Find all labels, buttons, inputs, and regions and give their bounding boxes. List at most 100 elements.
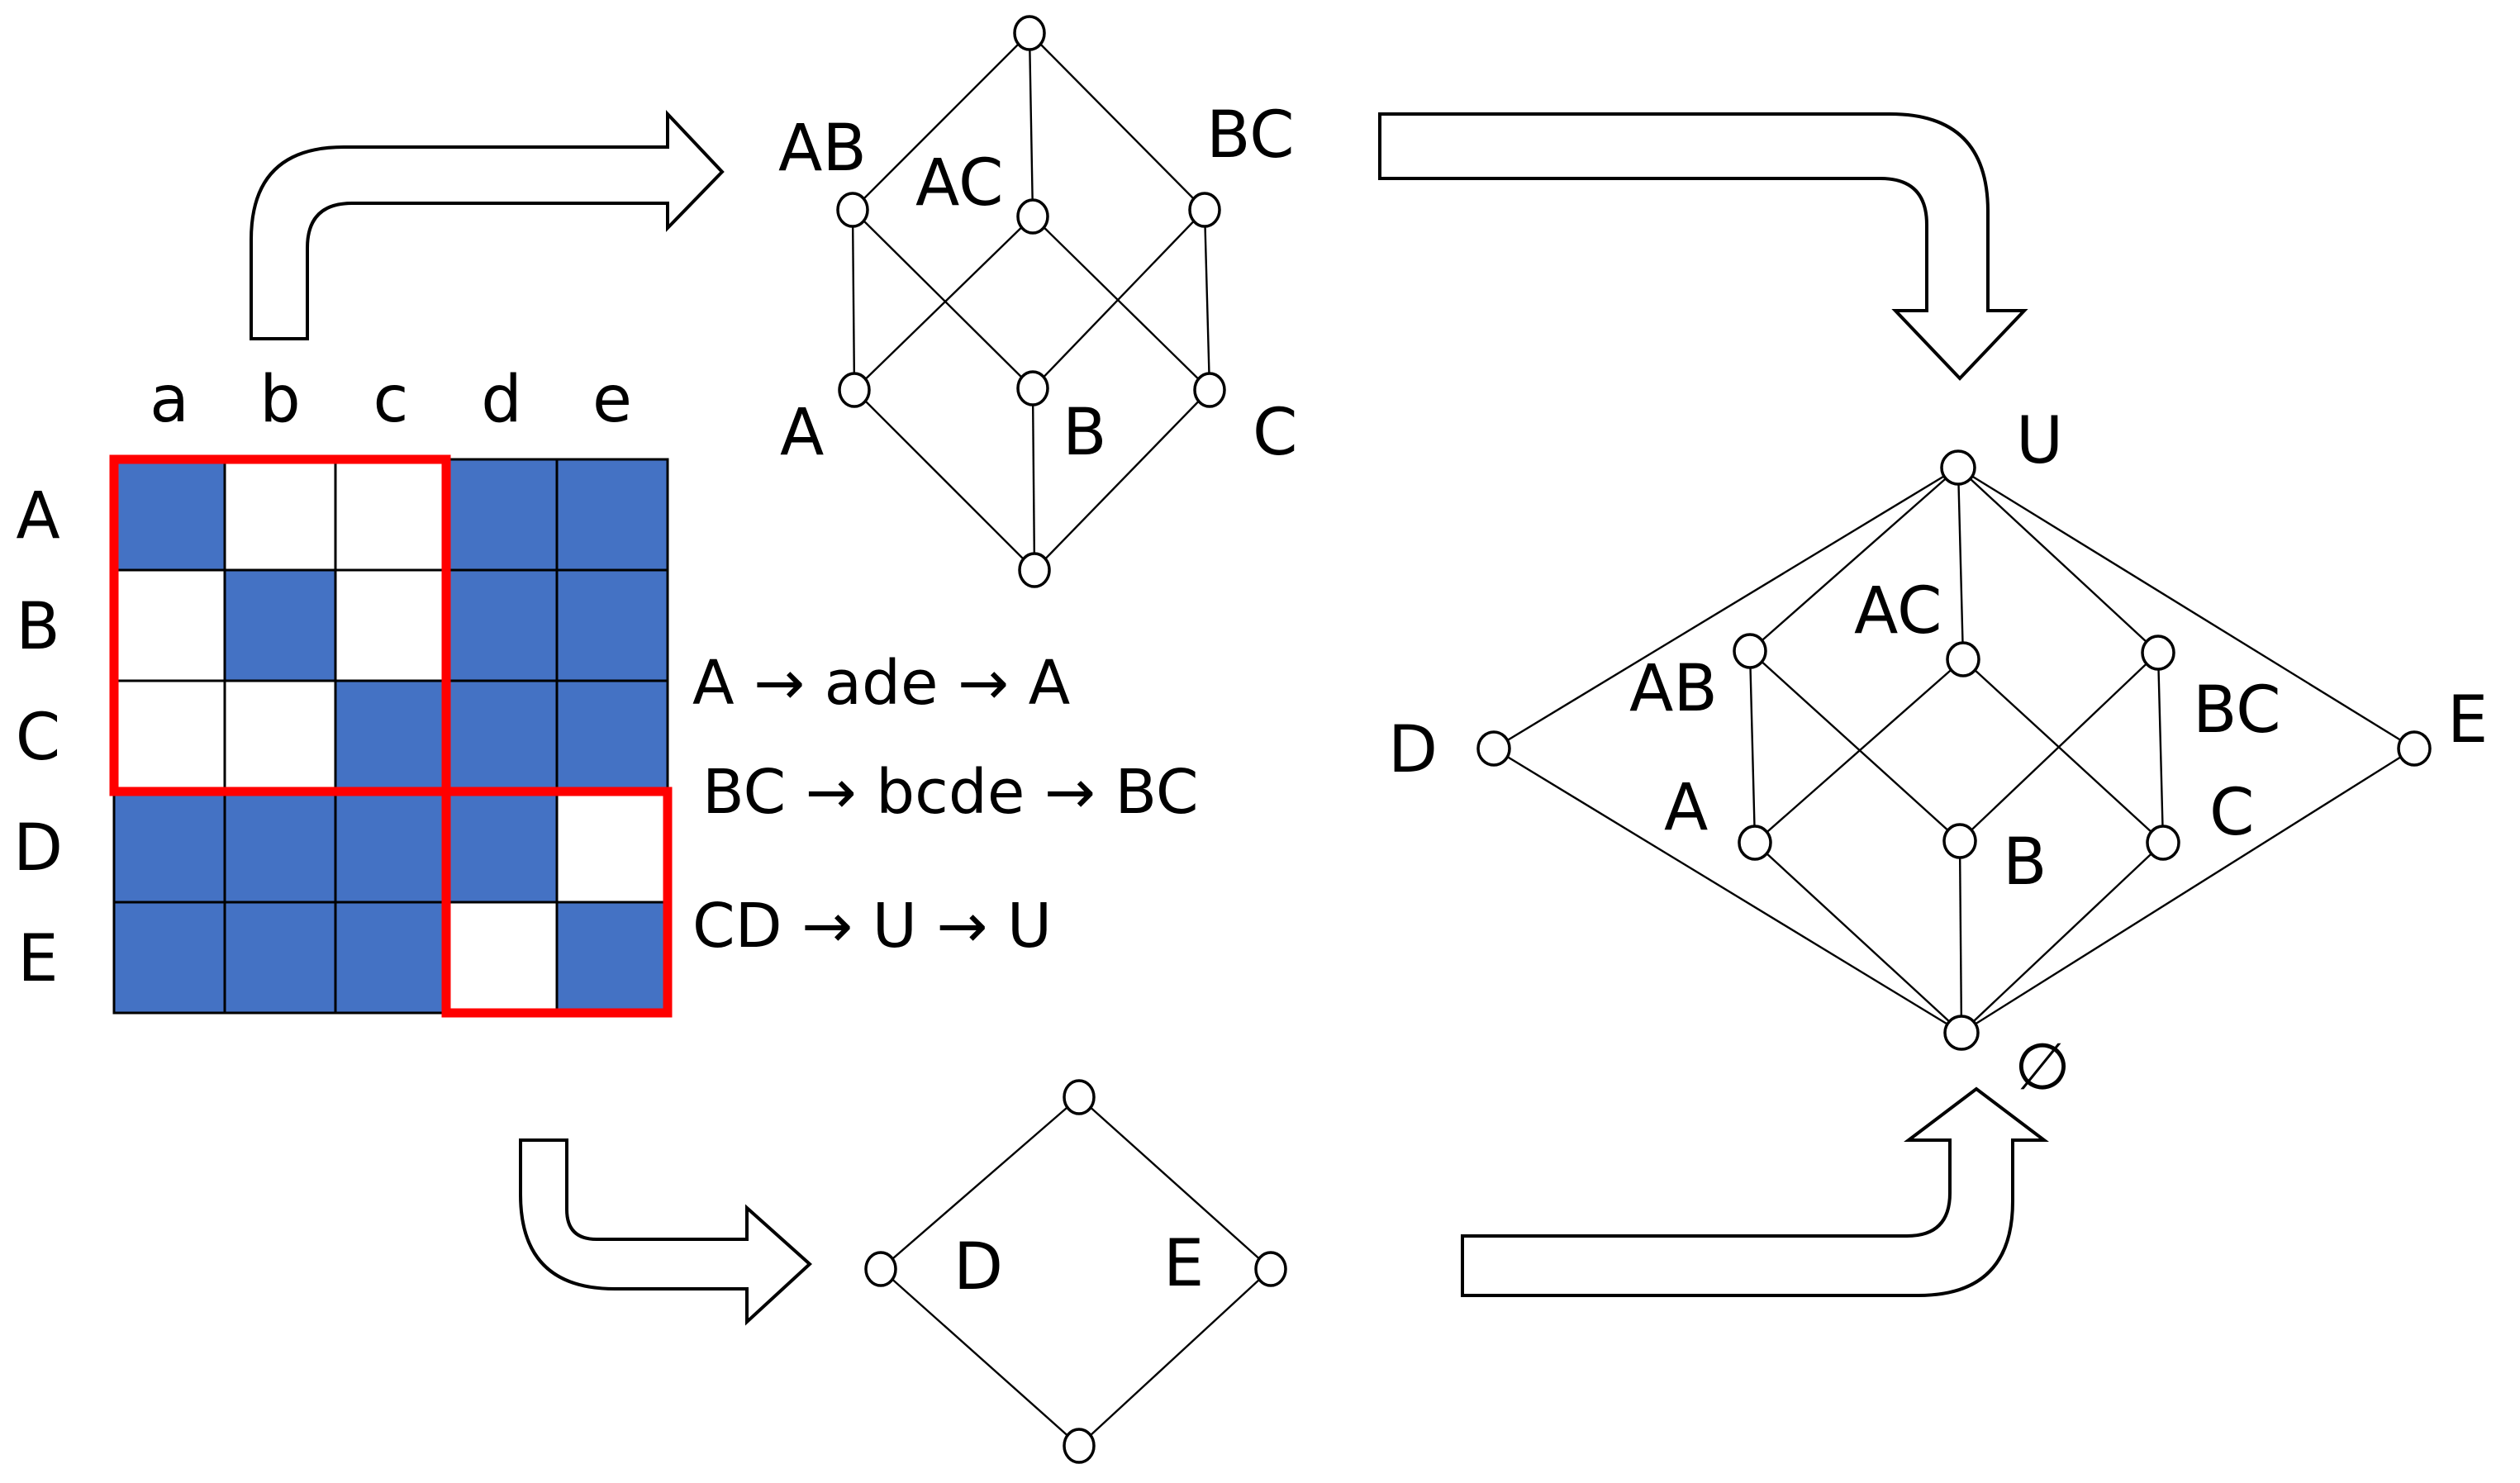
matrix-cell <box>112 901 226 1015</box>
matrix-cell <box>445 790 559 904</box>
matrix-cell <box>555 568 669 682</box>
matrix-cell <box>445 901 559 1015</box>
matrix-cell <box>334 679 448 793</box>
edge <box>1078 1268 1272 1447</box>
matrix-cell <box>334 458 448 572</box>
edge <box>1028 32 1034 217</box>
node-ac <box>1016 198 1049 235</box>
edge <box>1493 466 1959 750</box>
label-c: C <box>2209 776 2254 850</box>
node-top <box>1013 15 1046 51</box>
highlight-block-2 <box>441 787 673 1018</box>
closure-cd: CD → U → U <box>692 891 1052 962</box>
node-d <box>1476 730 1511 767</box>
edge <box>1749 650 1961 842</box>
label-a: A <box>1664 771 1708 845</box>
edge <box>1957 466 2415 750</box>
edge <box>1961 842 2164 1034</box>
edge <box>1754 658 1964 844</box>
matrix-cell <box>112 790 226 904</box>
label-ab: AB <box>1629 652 1718 726</box>
col-label-e: e <box>592 363 632 437</box>
node-a <box>1738 825 1772 861</box>
col-label-a: a <box>150 363 189 437</box>
matrix-cell <box>112 679 226 793</box>
label-d: D <box>953 1230 1003 1305</box>
edge <box>852 32 1030 211</box>
matrix-cell <box>112 568 226 682</box>
matrix-cell <box>445 679 559 793</box>
edge <box>1959 652 2159 842</box>
node-c <box>2146 825 2180 861</box>
node-e <box>1254 1251 1287 1287</box>
edge <box>1032 209 1205 389</box>
edge <box>851 209 856 391</box>
node-bc <box>1188 192 1221 228</box>
node-a <box>838 372 871 408</box>
edge <box>853 216 1034 391</box>
edge <box>1493 747 1962 1034</box>
node-bc <box>2141 635 2175 671</box>
edge <box>1957 467 1965 660</box>
edge <box>1961 747 2415 1034</box>
edge <box>1958 840 1963 1034</box>
node-bottom <box>1018 552 1051 588</box>
edge <box>1078 1096 1272 1270</box>
arrow-matrix-to-abc-lattice <box>250 109 725 340</box>
row-label-C: C <box>16 701 60 775</box>
edge <box>1749 467 1959 652</box>
edge <box>1203 209 1211 391</box>
matrix-cell <box>445 458 559 572</box>
label-ab: AB <box>778 112 867 186</box>
label-bc: BC <box>1206 98 1295 173</box>
matrix-cell <box>555 901 669 1015</box>
col-label-c: c <box>373 363 409 437</box>
node-top <box>1063 1079 1096 1115</box>
matrix-cell <box>334 901 448 1015</box>
node-e <box>2397 730 2432 767</box>
node-b <box>1942 823 1977 859</box>
label-u: U <box>2016 404 2063 478</box>
row-label-E: E <box>17 922 58 996</box>
node-empty <box>1943 1015 1980 1051</box>
matrix-cell <box>112 458 226 572</box>
matrix-cell <box>334 790 448 904</box>
matrix-cell <box>223 679 337 793</box>
label-c: C <box>1253 396 1297 470</box>
node-c <box>1193 372 1226 408</box>
node-ac <box>1946 641 1980 677</box>
matrix-cell <box>555 458 669 572</box>
edge <box>1957 467 2159 654</box>
edge <box>1962 658 2164 844</box>
matrix-cell <box>223 458 337 572</box>
closure-a: A → ade → A <box>692 648 1071 719</box>
closure-bc: BC → bcde → BC <box>702 757 1199 828</box>
label-b: B <box>1063 396 1107 470</box>
matrix-cell <box>445 568 559 682</box>
matrix-cell <box>223 790 337 904</box>
matrix-cell <box>555 790 669 904</box>
edge <box>853 389 1035 571</box>
label-empty: ∅ <box>2014 1030 2071 1105</box>
highlight-block-1 <box>109 454 451 796</box>
label-a: A <box>780 396 824 470</box>
arrow-de-to-combined <box>1461 1086 2049 1297</box>
edge <box>880 1096 1080 1270</box>
edge <box>1748 650 1757 844</box>
matrix-cell <box>223 568 337 682</box>
edge <box>1032 216 1210 391</box>
edge <box>1754 842 1962 1034</box>
col-label-b: b <box>259 363 301 437</box>
matrix-block-highlights <box>109 454 673 1018</box>
incidence-matrix <box>112 458 669 1015</box>
label-e: E <box>2447 683 2488 758</box>
label-d: D <box>1388 713 1438 787</box>
edge <box>2156 652 2165 844</box>
edge <box>1031 387 1036 571</box>
row-label-D: D <box>13 811 63 886</box>
matrix-cell <box>334 568 448 682</box>
node-ab <box>1733 633 1767 669</box>
